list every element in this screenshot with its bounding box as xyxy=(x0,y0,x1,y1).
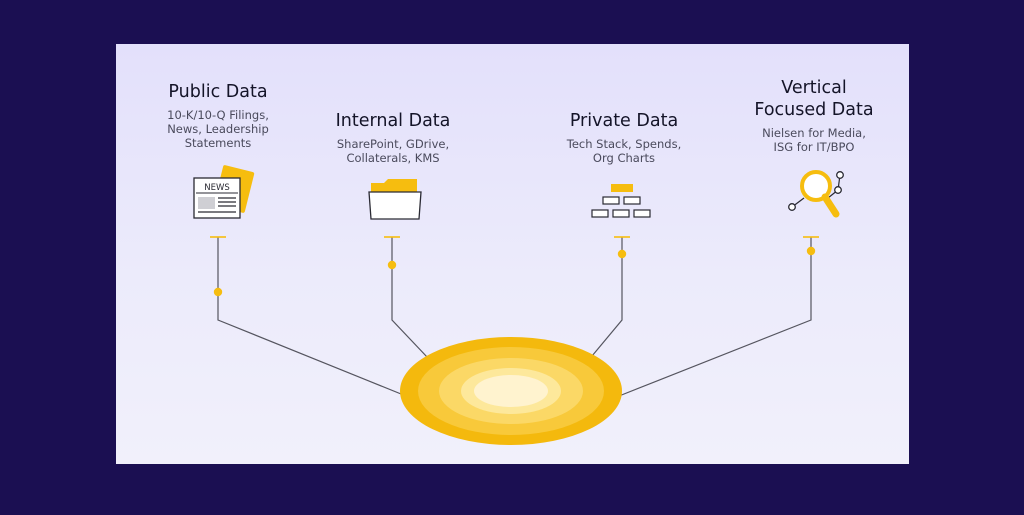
source-subtitle: SharePoint, GDrive, Collaterals, KMS xyxy=(298,137,488,165)
source-title: Public Data xyxy=(168,82,268,102)
subtitle-line: Tech Stack, Spends, xyxy=(566,137,682,151)
source-vertical: Vertical Focused Data Nielsen for Media,… xyxy=(719,77,909,154)
source-subtitle: 10-K/10-Q Filings, News, Leadership Stat… xyxy=(123,108,313,150)
data-hub-ellipse xyxy=(400,337,622,445)
subtitle-line: Collaterals, KMS xyxy=(346,151,440,165)
data-flow-diagram: NEWS xyxy=(193,165,844,445)
subtitle-line: News, Leadership xyxy=(167,122,269,136)
folder-icon xyxy=(368,179,422,220)
source-internal: Internal Data SharePoint, GDrive, Collat… xyxy=(298,110,488,165)
dot-public xyxy=(213,287,223,297)
title-line: Vertical xyxy=(781,78,847,98)
subtitle-line: Statements xyxy=(184,136,252,150)
org-chart-icon xyxy=(591,184,651,218)
source-title: Private Data xyxy=(569,111,679,131)
source-subtitle: Tech Stack, Spends, Org Charts xyxy=(529,137,719,165)
subtitle-line: SharePoint, GDrive, xyxy=(336,137,450,151)
source-subtitle: Nielsen for Media, ISG for IT/BPO xyxy=(719,126,909,154)
subtitle-line: Org Charts xyxy=(592,151,656,165)
magnifier-network-icon xyxy=(788,170,844,218)
source-private: Private Data Tech Stack, Spends, Org Cha… xyxy=(529,110,719,165)
connector-vertical xyxy=(618,237,812,397)
dot-private xyxy=(617,249,627,259)
source-public: Public Data 10-K/10-Q Filings, News, Lea… xyxy=(123,81,313,150)
connector-public xyxy=(217,237,407,397)
source-title: Vertical Focused Data xyxy=(719,77,909,121)
newspaper-icon: NEWS xyxy=(193,165,255,219)
subtitle-line: Nielsen for Media, xyxy=(762,126,866,140)
subtitle-line: ISG for IT/BPO xyxy=(773,140,855,154)
title-line: Focused Data xyxy=(754,100,874,120)
diagram-panel: NEWS xyxy=(116,44,909,464)
newspaper-label: NEWS xyxy=(204,183,230,193)
connector-internal xyxy=(391,237,429,359)
connector-private xyxy=(591,237,623,357)
source-title: Internal Data xyxy=(335,111,451,131)
subtitle-line: 10-K/10-Q Filings, xyxy=(167,108,269,122)
dot-internal xyxy=(387,260,397,270)
dot-vertical xyxy=(806,246,816,256)
